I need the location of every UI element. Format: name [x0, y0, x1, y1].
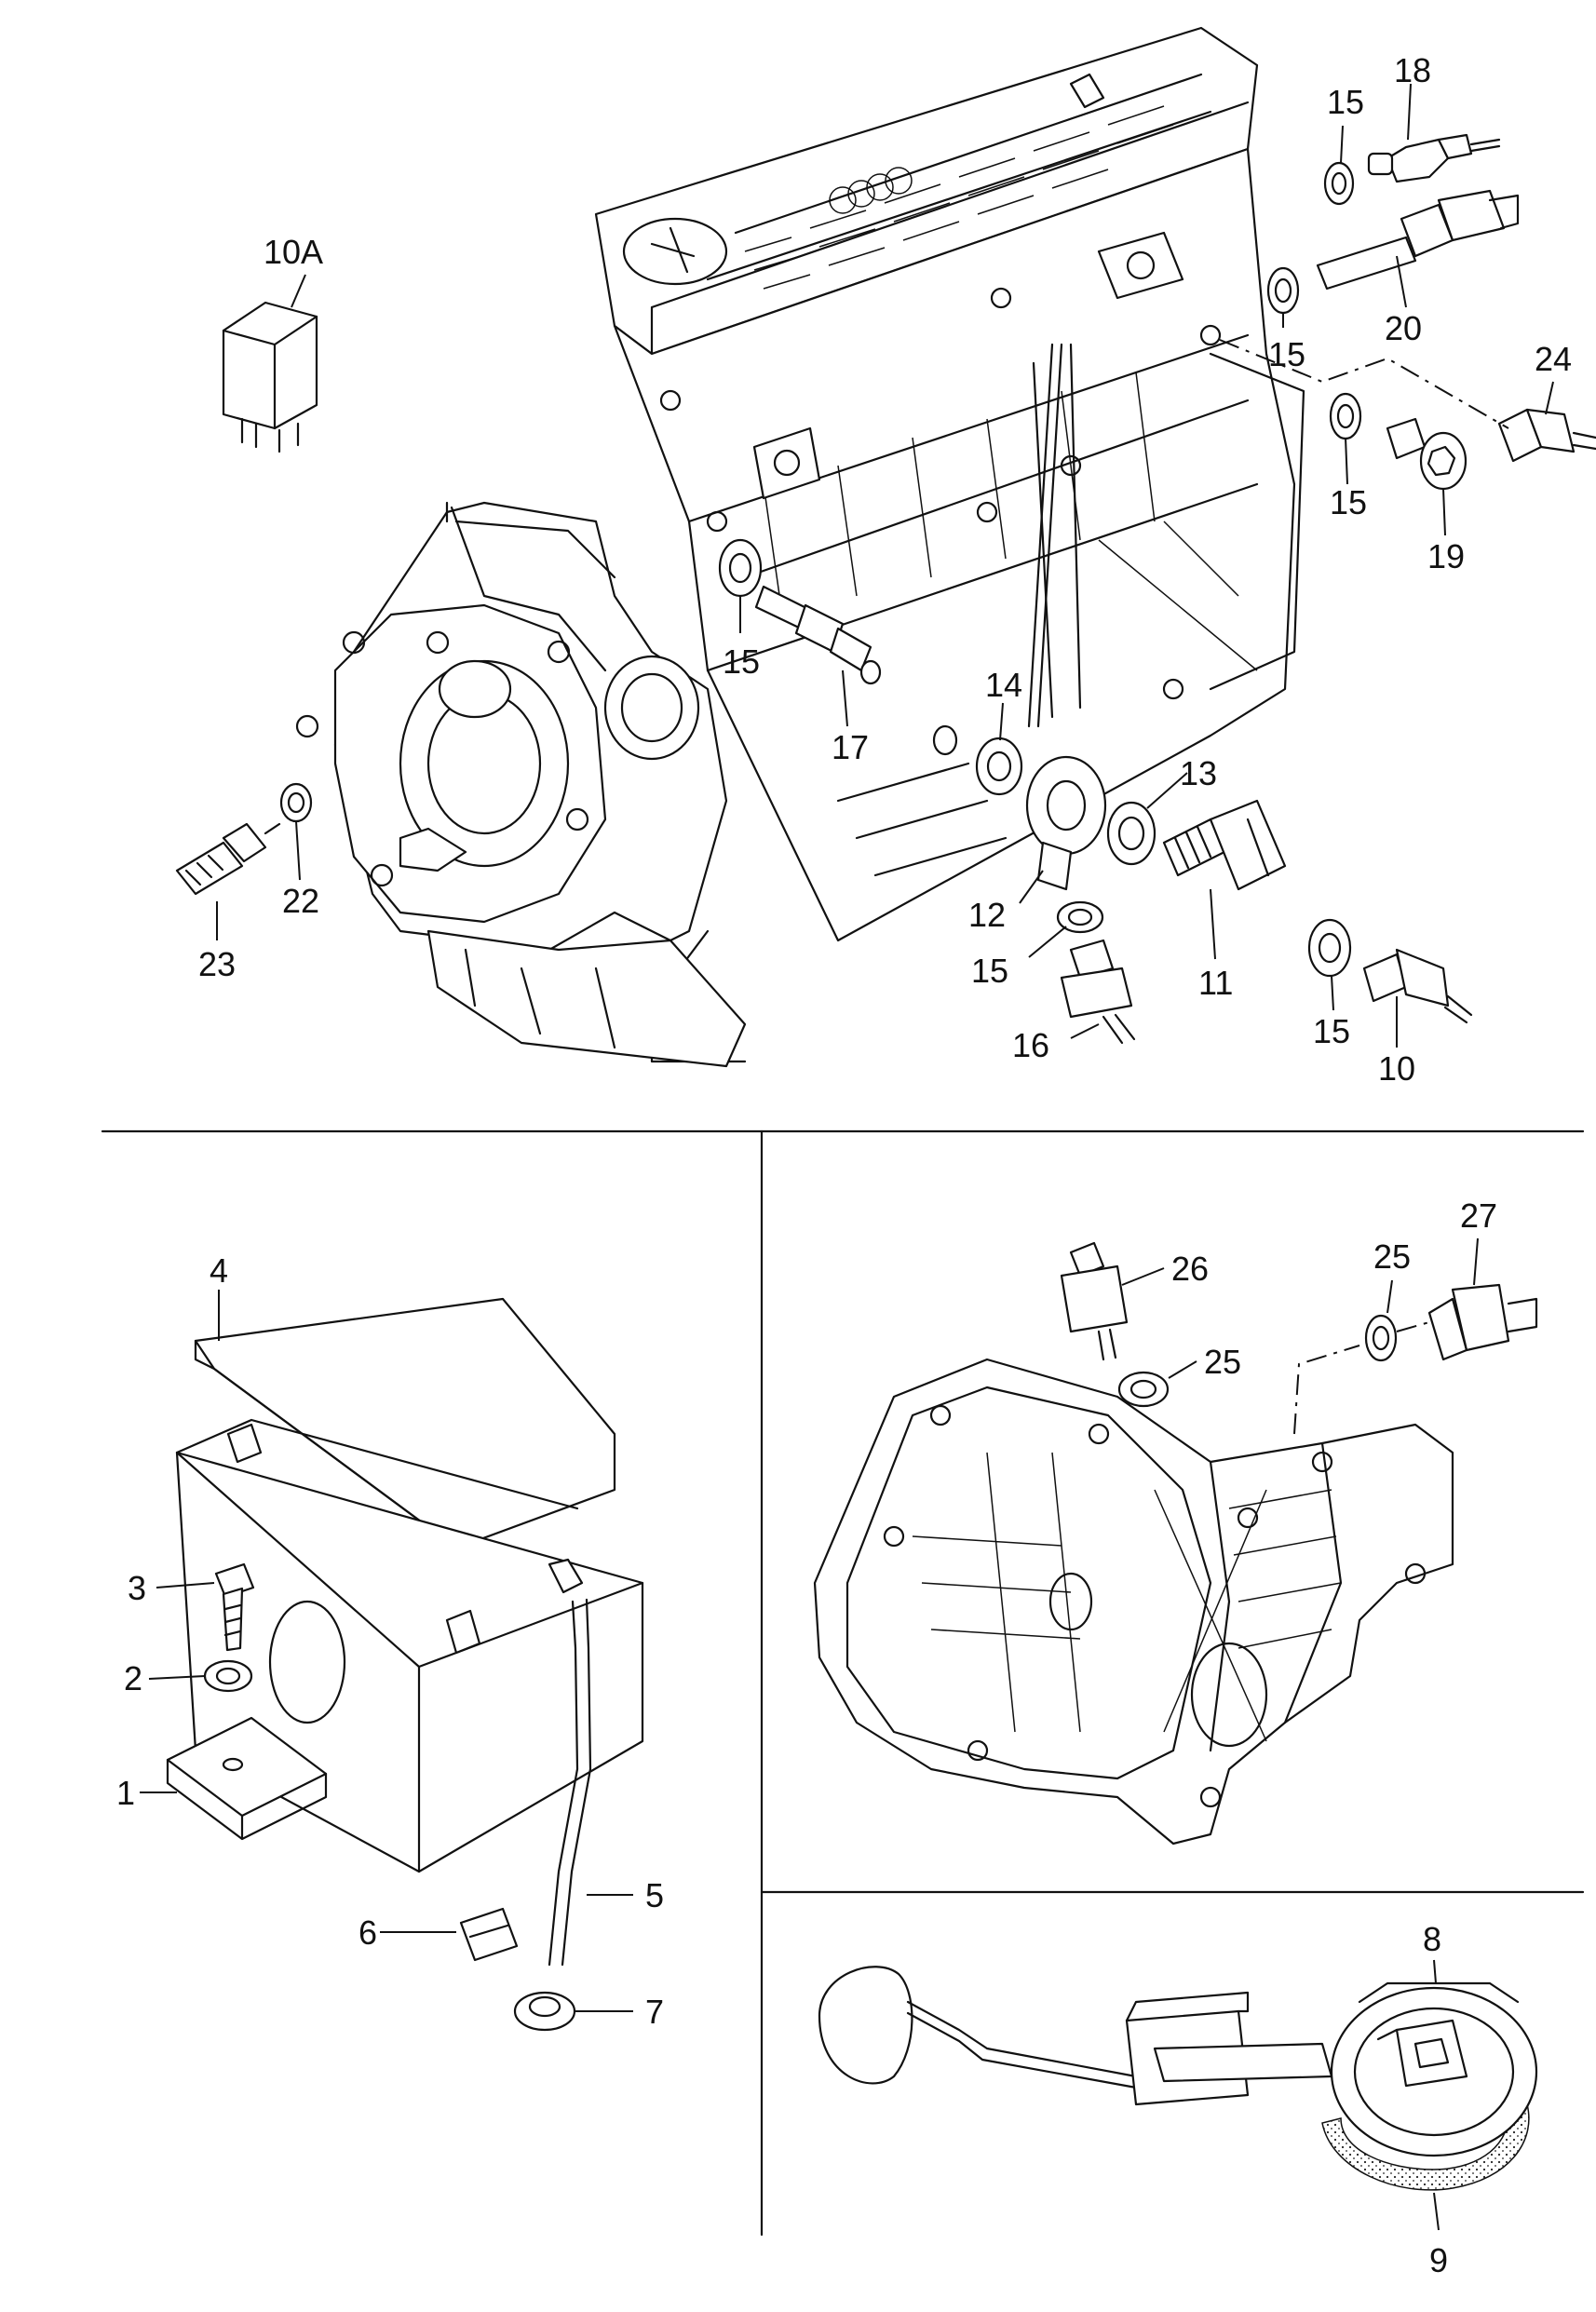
callout-10A: 10A	[264, 233, 323, 271]
callout-9: 9	[1429, 2241, 1448, 2279]
part-15-washer-a	[1323, 161, 1355, 206]
part-6-clip	[459, 1907, 519, 1962]
callout-15: 15	[971, 952, 1008, 990]
part-15-washer-c	[1329, 392, 1362, 440]
callout-4: 4	[210, 1251, 228, 1290]
part-23-spark-plug	[175, 822, 281, 896]
callout-19: 19	[1427, 537, 1465, 575]
part-19-plug	[1386, 417, 1468, 491]
part-16-sender	[1060, 939, 1136, 1045]
callout-5: 5	[645, 1876, 664, 1914]
callout-16: 16	[1012, 1026, 1049, 1064]
part-3-bolt	[214, 1562, 255, 1652]
callout-11: 11	[1198, 964, 1233, 1002]
alignment-line-engine-a	[1219, 339, 1509, 429]
callout-1: 1	[116, 1774, 135, 1812]
part-22-washer	[279, 782, 313, 823]
callout-labels: 10A 18 15 20 15 24 15 19 15 17 14 13 12 …	[116, 51, 1572, 2279]
part-13-washer	[1106, 801, 1156, 866]
callout-27: 27	[1460, 1197, 1497, 1235]
part-20-sender	[1316, 189, 1520, 291]
callout-15: 15	[1330, 483, 1367, 521]
callout-2: 2	[124, 1659, 142, 1697]
callout-20: 20	[1385, 309, 1422, 347]
callout-24: 24	[1535, 340, 1572, 378]
part-25-washer-b	[1364, 1314, 1398, 1362]
engine-block-illustration	[295, 26, 1305, 1068]
callout-12: 12	[968, 896, 1006, 934]
part-27-sender	[1427, 1283, 1538, 1361]
callout-18: 18	[1394, 51, 1431, 89]
callout-17: 17	[832, 728, 869, 766]
alignment-line-gearbox	[1293, 1321, 1430, 1435]
part-15-washer-f	[1307, 918, 1352, 978]
part-2-washer	[203, 1659, 253, 1693]
callout-6: 6	[358, 1913, 377, 1952]
callout-7: 7	[645, 1993, 664, 2031]
callout-22: 22	[282, 882, 319, 920]
callout-14: 14	[985, 666, 1022, 704]
part-15-washer-e	[1056, 900, 1104, 934]
part-10-sender	[1362, 948, 1473, 1024]
callout-25: 25	[1373, 1237, 1411, 1276]
section-dividers	[101, 1129, 1585, 2237]
part-14-washer	[975, 737, 1023, 796]
part-25-washer-a	[1117, 1371, 1170, 1408]
part-24-sender	[1497, 408, 1596, 463]
callout-15: 15	[1268, 335, 1305, 373]
part-1-bracket	[166, 1716, 328, 1841]
callout-10: 10	[1378, 1049, 1415, 1088]
callout-15: 15	[1327, 83, 1364, 121]
part-17-sender	[754, 585, 882, 685]
part-7-grommet	[513, 1991, 576, 2032]
callout-3: 3	[128, 1569, 146, 1607]
callout-13: 13	[1180, 754, 1217, 792]
callout-15: 15	[723, 642, 760, 681]
part-15-washer-b	[1266, 266, 1300, 315]
small-washer-near-14	[932, 724, 958, 756]
part-26-sender	[1060, 1241, 1129, 1361]
relay-10A	[222, 301, 318, 453]
part-15-washer-d	[718, 538, 763, 598]
callout-8: 8	[1423, 1920, 1441, 1958]
callout-26: 26	[1171, 1250, 1209, 1288]
part-18-sender	[1367, 133, 1501, 183]
part-11-banjo-bolt	[1162, 799, 1287, 891]
leader-lines	[140, 83, 1554, 2231]
part-12-banjo	[1025, 755, 1107, 891]
gearbox-illustration	[813, 1358, 1454, 1846]
callout-15: 15	[1313, 1012, 1350, 1050]
part-5-vent-hose	[548, 1598, 592, 1967]
fuel-level-sender-illustration	[818, 1966, 1538, 2191]
callout-25: 25	[1204, 1343, 1241, 1381]
callout-23: 23	[198, 945, 236, 983]
